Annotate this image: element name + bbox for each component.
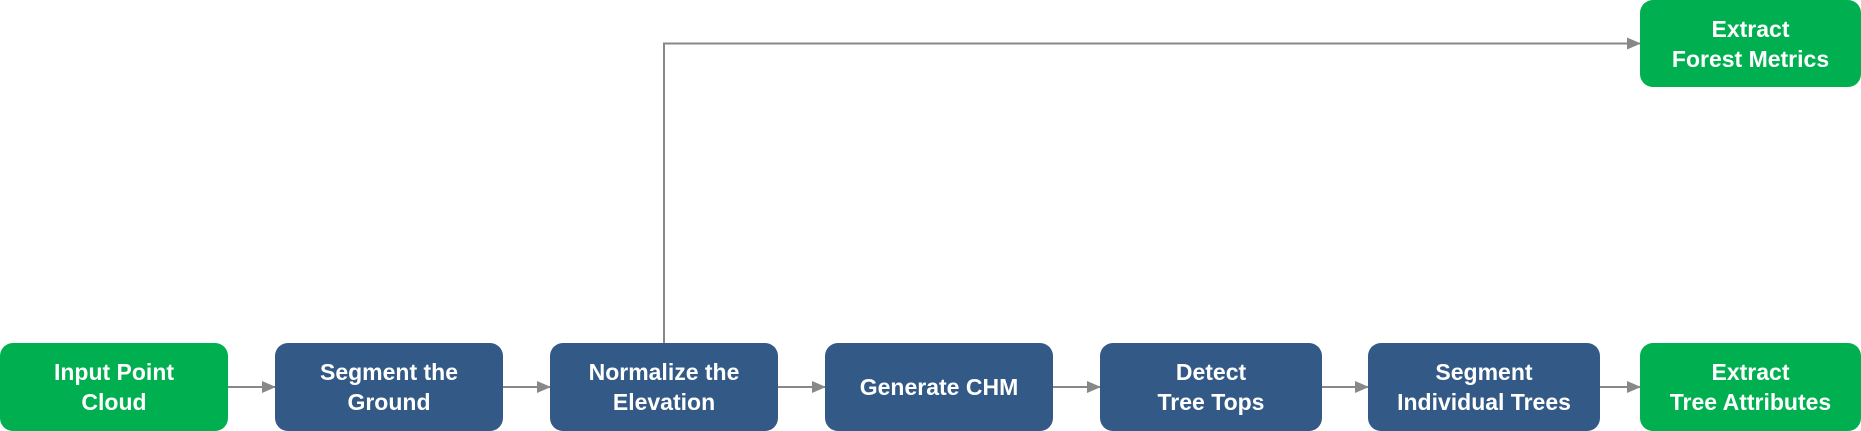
node-normalize-the-elevation: Normalize the Elevation [550, 343, 778, 431]
node-extract-forest-metrics: Extract Forest Metrics [1640, 0, 1861, 87]
node-input-point-cloud: Input Point Cloud [0, 343, 228, 431]
node-label-generate-chm: Generate CHM [859, 374, 1019, 400]
node-label-extract-forest-metrics: Extract Forest Metrics [1671, 15, 1830, 72]
node-extract-tree-attributes: Extract Tree Attributes [1640, 343, 1861, 431]
node-label-normalize-the-elevation: Normalize the Elevation [588, 359, 740, 415]
node-label-input-point-cloud: Input Point Cloud [53, 359, 175, 415]
node-label-detect-tree-tops: Detect Tree Tops [1157, 359, 1265, 415]
node-segment-individual-trees: Segment Individual Trees [1368, 343, 1600, 431]
node-generate-chm: Generate CHM [825, 343, 1053, 431]
node-segment-the-ground: Segment the Ground [275, 343, 503, 431]
node-label-segment-individual-trees: Segment Individual Trees [1397, 359, 1571, 415]
node-detect-tree-tops: Detect Tree Tops [1100, 343, 1322, 431]
arrow-normalize-elevation-to-extract-forest-metrics [663, 37, 1641, 343]
node-label-extract-tree-attributes: Extract Tree Attributes [1669, 359, 1832, 415]
node-label-segment-the-ground: Segment the Ground [319, 359, 459, 415]
